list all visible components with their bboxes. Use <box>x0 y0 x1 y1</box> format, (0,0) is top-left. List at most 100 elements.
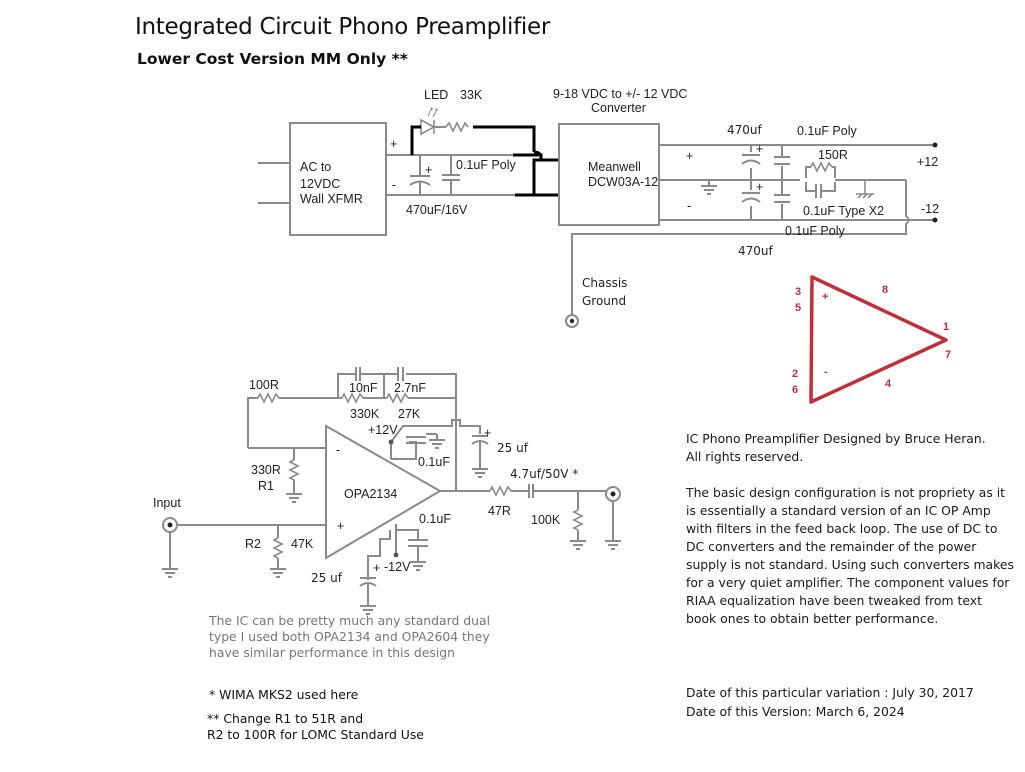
transformer-label-1: AC to <box>300 160 331 174</box>
cap-poly-top-label: 0.1uF Poly <box>797 124 858 138</box>
rail-neg-label: -12 <box>921 202 939 216</box>
pinout-triangle <box>809 275 948 404</box>
cap-2n7-label: 2.7nF <box>394 381 426 395</box>
design-description: The basic design configuration is not pr… <box>686 485 1014 626</box>
cap-output-label: 4.7uf/50V * <box>510 467 578 481</box>
diagram-subtitle: Lower Cost Version MM Only ** <box>137 50 408 68</box>
ground-symbol-output <box>604 534 622 550</box>
date-version: Date of this Version: March 6, 2024 <box>686 704 905 719</box>
decouple-top-plus: + <box>484 426 491 440</box>
wall-transformer-box <box>289 122 387 236</box>
filter-cap-top-plus: + <box>756 142 763 156</box>
decouple-top-label: 25 uf <box>497 441 529 455</box>
credit-line-1: IC Phono Preamplifier Designed by Bruce … <box>686 431 986 446</box>
ground-symbol-r1 <box>285 487 303 503</box>
ground-symbol-100k <box>569 534 587 550</box>
resistor-47r-icon <box>489 485 512 497</box>
resistor-100r-label: 100R <box>249 378 279 392</box>
resistor-330k-icon <box>341 392 364 404</box>
ground-symbol-input <box>161 562 179 578</box>
resistor-100k-icon <box>572 509 584 531</box>
ground-symbol-bypass-top <box>428 433 446 449</box>
ground-symbol-converter <box>700 179 718 195</box>
bypass-bottom-label: 0.1uF <box>419 512 451 526</box>
ground-symbol-decouple-bottom <box>359 599 377 615</box>
out-minus-sign: - <box>687 199 691 213</box>
resistor-150r-label: 150R <box>818 148 848 162</box>
transformer-label-3: Wall XFMR <box>300 192 363 206</box>
cap-470-top-label: 470uf <box>727 123 763 137</box>
transformer-plus: + <box>390 137 397 151</box>
footnote-lomc-line-1: ** Change R1 to 51R and <box>207 711 364 726</box>
converter-box <box>558 123 660 226</box>
vneg-label: -12V <box>384 560 411 574</box>
out-plus-sign: + <box>686 149 693 163</box>
power-supply-section: AC to 12VDC Wall XFMR + - LED 33K + 470u… <box>258 87 939 328</box>
pin-2-label: 2 <box>792 368 798 380</box>
resistor-27k-label: 27K <box>398 407 421 421</box>
pin-1-label: 1 <box>943 321 949 333</box>
date-variation: Date of this particular variation : July… <box>686 685 974 700</box>
decouple-bottom-label: 25 uf <box>311 571 343 585</box>
out-neg-terminal <box>932 217 938 223</box>
amplifier-section: 100R 10nF 2.7nF 330K 27K 330R R1 OPA2134… <box>153 367 622 615</box>
resistor-r1-icon <box>288 459 300 481</box>
rail-pos-label: +12 <box>917 155 938 169</box>
opamp-pinout-diagram: 3 5 + 8 1 7 4 2 6 - <box>792 275 951 404</box>
credit-block: IC Phono Preamplifier Designed by Bruce … <box>686 430 1016 466</box>
pin-7-label: 7 <box>945 349 951 361</box>
resistor-330k-label: 330K <box>350 407 380 421</box>
resistor-r2-icon <box>272 537 284 559</box>
opamp-inverting-sign: - <box>336 443 340 457</box>
diagram-title: Integrated Circuit Phono Preamplifier <box>135 14 551 40</box>
cap-x2-label: 0.1uF Type X2 <box>803 204 884 218</box>
resistor-150r-icon <box>810 161 833 173</box>
led-label: LED <box>424 88 448 102</box>
led-resistor-icon <box>445 121 469 133</box>
pinout-plus: + <box>822 291 828 303</box>
dates-block: Date of this particular variation : July… <box>686 683 974 721</box>
resistor-r2-name: R2 <box>245 537 261 551</box>
chassis-ground-symbol <box>856 180 874 199</box>
pin-3-label: 3 <box>795 286 801 298</box>
ground-symbol-decouple-top <box>471 462 489 478</box>
converter-label-1: Meanwell <box>588 160 641 174</box>
converter-heading-1: 9-18 VDC to +/- 12 VDC <box>553 87 687 101</box>
converter-label-2: DCW03A-12 <box>588 175 658 189</box>
resistor-100k-label: 100K <box>531 513 561 527</box>
resistor-r2-value: 47K <box>291 537 314 551</box>
pin-8-label: 8 <box>882 284 888 296</box>
cap-10nf-label: 10nF <box>349 381 378 395</box>
pin-4-label: 4 <box>885 378 892 390</box>
transformer-label-2: 12VDC <box>300 177 340 191</box>
transformer-minus: - <box>392 178 396 192</box>
decouple-bottom-plus: + <box>373 561 380 575</box>
chassis-ground-label-2: Ground <box>582 294 626 308</box>
pin-6-label: 6 <box>792 384 798 396</box>
filter-cap-bottom-plus: + <box>756 180 763 194</box>
ground-symbol-r2 <box>269 562 287 578</box>
resistor-r1-value: 330R <box>251 463 281 477</box>
cap-470-bottom-label: 470uf <box>738 244 774 258</box>
opamp-noninverting-sign: + <box>337 519 344 533</box>
footnote-wima: * WIMA MKS2 used here <box>209 687 359 702</box>
design-notes: IC Phono Preamplifier Designed by Bruce … <box>686 430 1016 646</box>
opamp-label: OPA2134 <box>344 487 397 501</box>
ic-substitution-note: The IC can be pretty much any standard d… <box>209 613 491 660</box>
bulk-cap-plus: + <box>425 163 432 177</box>
pinout-minus: - <box>824 366 828 378</box>
opamp-symbol <box>325 424 442 560</box>
led-resistor-label: 33K <box>460 88 483 102</box>
credit-line-2: All rights reserved. <box>686 449 804 464</box>
resistor-100r-icon <box>257 392 280 404</box>
ground-symbol-bypass-bottom <box>409 555 427 571</box>
pin-5-label: 5 <box>795 302 801 314</box>
vpos-label: +12V <box>368 423 398 437</box>
resistor-27k-icon <box>386 392 409 404</box>
converter-heading-2: Converter <box>591 101 646 115</box>
input-label: Input <box>153 496 181 510</box>
resistor-47r-label: 47R <box>488 504 511 518</box>
footnote-lomc-line-2: R2 to 100R for LOMC Standard Use <box>207 727 424 742</box>
chassis-ground-label-1: Chassis <box>582 276 627 290</box>
